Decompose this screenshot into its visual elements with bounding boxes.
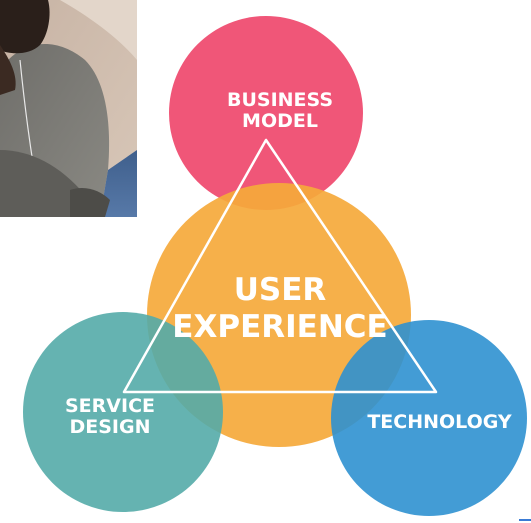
user-experience-line-1: USER: [233, 272, 327, 308]
person-photo: [0, 0, 137, 217]
technology-circle: [331, 320, 527, 516]
service-design-line-1: SERVICE: [65, 395, 155, 417]
business-model-label: BUSINESS MODEL: [205, 89, 355, 133]
business-model-circle: [169, 16, 363, 210]
user-experience-line-2: EXPERIENCE: [172, 308, 388, 345]
business-model-line-2: MODEL: [242, 110, 318, 133]
service-design-line-2: DESIGN: [69, 416, 151, 439]
service-design-circle: [23, 312, 223, 512]
connecting-triangle: [122, 138, 438, 394]
person-photo-icon: [0, 0, 137, 217]
circles-layer: [23, 16, 527, 516]
corner-mark: [519, 519, 531, 521]
technology-line-1: TECHNOLOGY: [367, 411, 512, 433]
business-model-line-1: BUSINESS: [226, 89, 334, 111]
user-experience-label: USER EXPERIENCE: [150, 272, 410, 345]
service-design-label: SERVICE DESIGN: [40, 395, 180, 439]
technology-label: TECHNOLOGY: [348, 411, 531, 433]
